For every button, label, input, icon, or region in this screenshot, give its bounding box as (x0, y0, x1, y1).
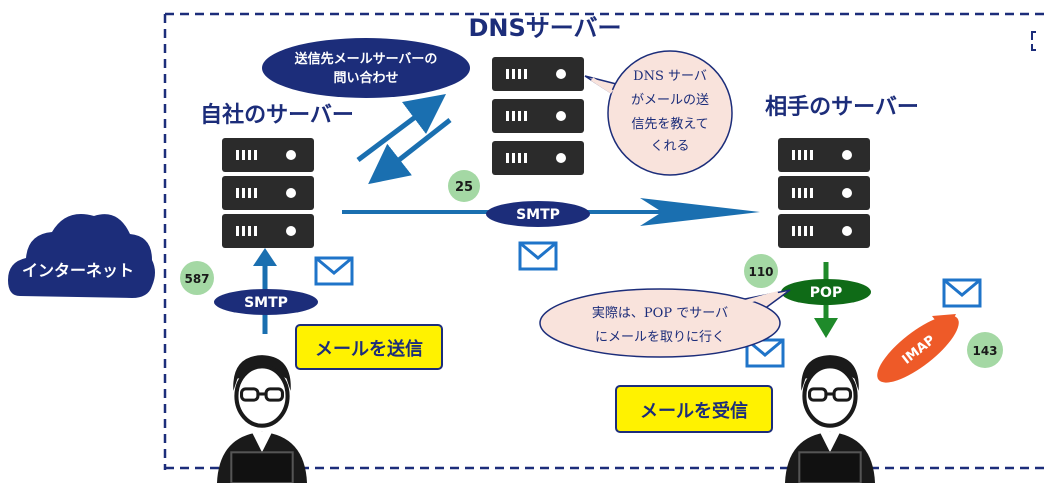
receive-mail-label: メールを受信 (640, 400, 748, 422)
port-143-badge: 143 (967, 332, 1003, 368)
mail-envelope-icon (518, 241, 558, 271)
peer-server-icon (778, 138, 870, 248)
receiver-person-icon (785, 355, 875, 483)
dns-callout-line-3: 信先を教えて (631, 116, 708, 132)
corner-bracket-icon (1031, 31, 1036, 51)
dns-callout-line-4: くれる (650, 139, 689, 154)
imap-badge: IMAP (877, 315, 959, 383)
dns-query-bubble: 送信先メールサーバーの 問い合わせ (262, 38, 470, 98)
port-587-badge: 587 (180, 261, 214, 295)
receive-callout: 実際は、POP でサーバ にメールを取りに行く (539, 288, 791, 358)
receive-callout-line-2: にメールを取りに行く (595, 330, 725, 345)
internet-label: インターネット (22, 261, 134, 280)
send-mail-label-box: メールを送信 (295, 324, 443, 370)
dns-server-label: DNSサーバー (468, 14, 621, 42)
smtp-relay-badge: SMTP (486, 201, 590, 227)
port-587-label: 587 (184, 272, 209, 286)
query-line-1: 送信先メールサーバーの (294, 51, 438, 67)
dns-query-arrows (356, 94, 452, 185)
port-25-badge: 25 (448, 170, 480, 202)
mail-envelope-icon (314, 256, 354, 286)
port-110-label: 110 (748, 265, 773, 279)
dns-callout-line-1: DNS サーバ (633, 69, 707, 84)
smtp-relay-label: SMTP (516, 207, 560, 223)
port-110-badge: 110 (744, 254, 778, 288)
port-143-label: 143 (972, 344, 997, 358)
pop-label: POP (810, 285, 842, 301)
receive-callout-line-1: 実際は、POP でサーバ (592, 305, 728, 321)
dns-callout: DNS サーバ がメールの送 信先を教えて くれる (584, 50, 733, 176)
own-server-icon (222, 138, 314, 248)
dns-server-icon (492, 57, 584, 175)
port-25-label: 25 (455, 180, 473, 195)
network-boundary (163, 12, 1046, 470)
mail-envelope-icon (942, 278, 982, 308)
internet-cloud: インターネット (8, 214, 155, 298)
smtp-send-label: SMTP (244, 295, 288, 311)
own-server-label: 自社のサーバー (200, 102, 354, 128)
query-line-2: 問い合わせ (333, 70, 398, 86)
send-mail-label: メールを送信 (315, 338, 423, 360)
pop-badge: POP (781, 279, 871, 305)
peer-server-label: 相手のサーバー (765, 95, 919, 120)
receive-mail-label-box: メールを受信 (615, 385, 773, 433)
sender-person-icon (217, 355, 307, 483)
smtp-send-badge: SMTP (214, 289, 318, 315)
dns-callout-line-2: がメールの送 (631, 93, 709, 108)
